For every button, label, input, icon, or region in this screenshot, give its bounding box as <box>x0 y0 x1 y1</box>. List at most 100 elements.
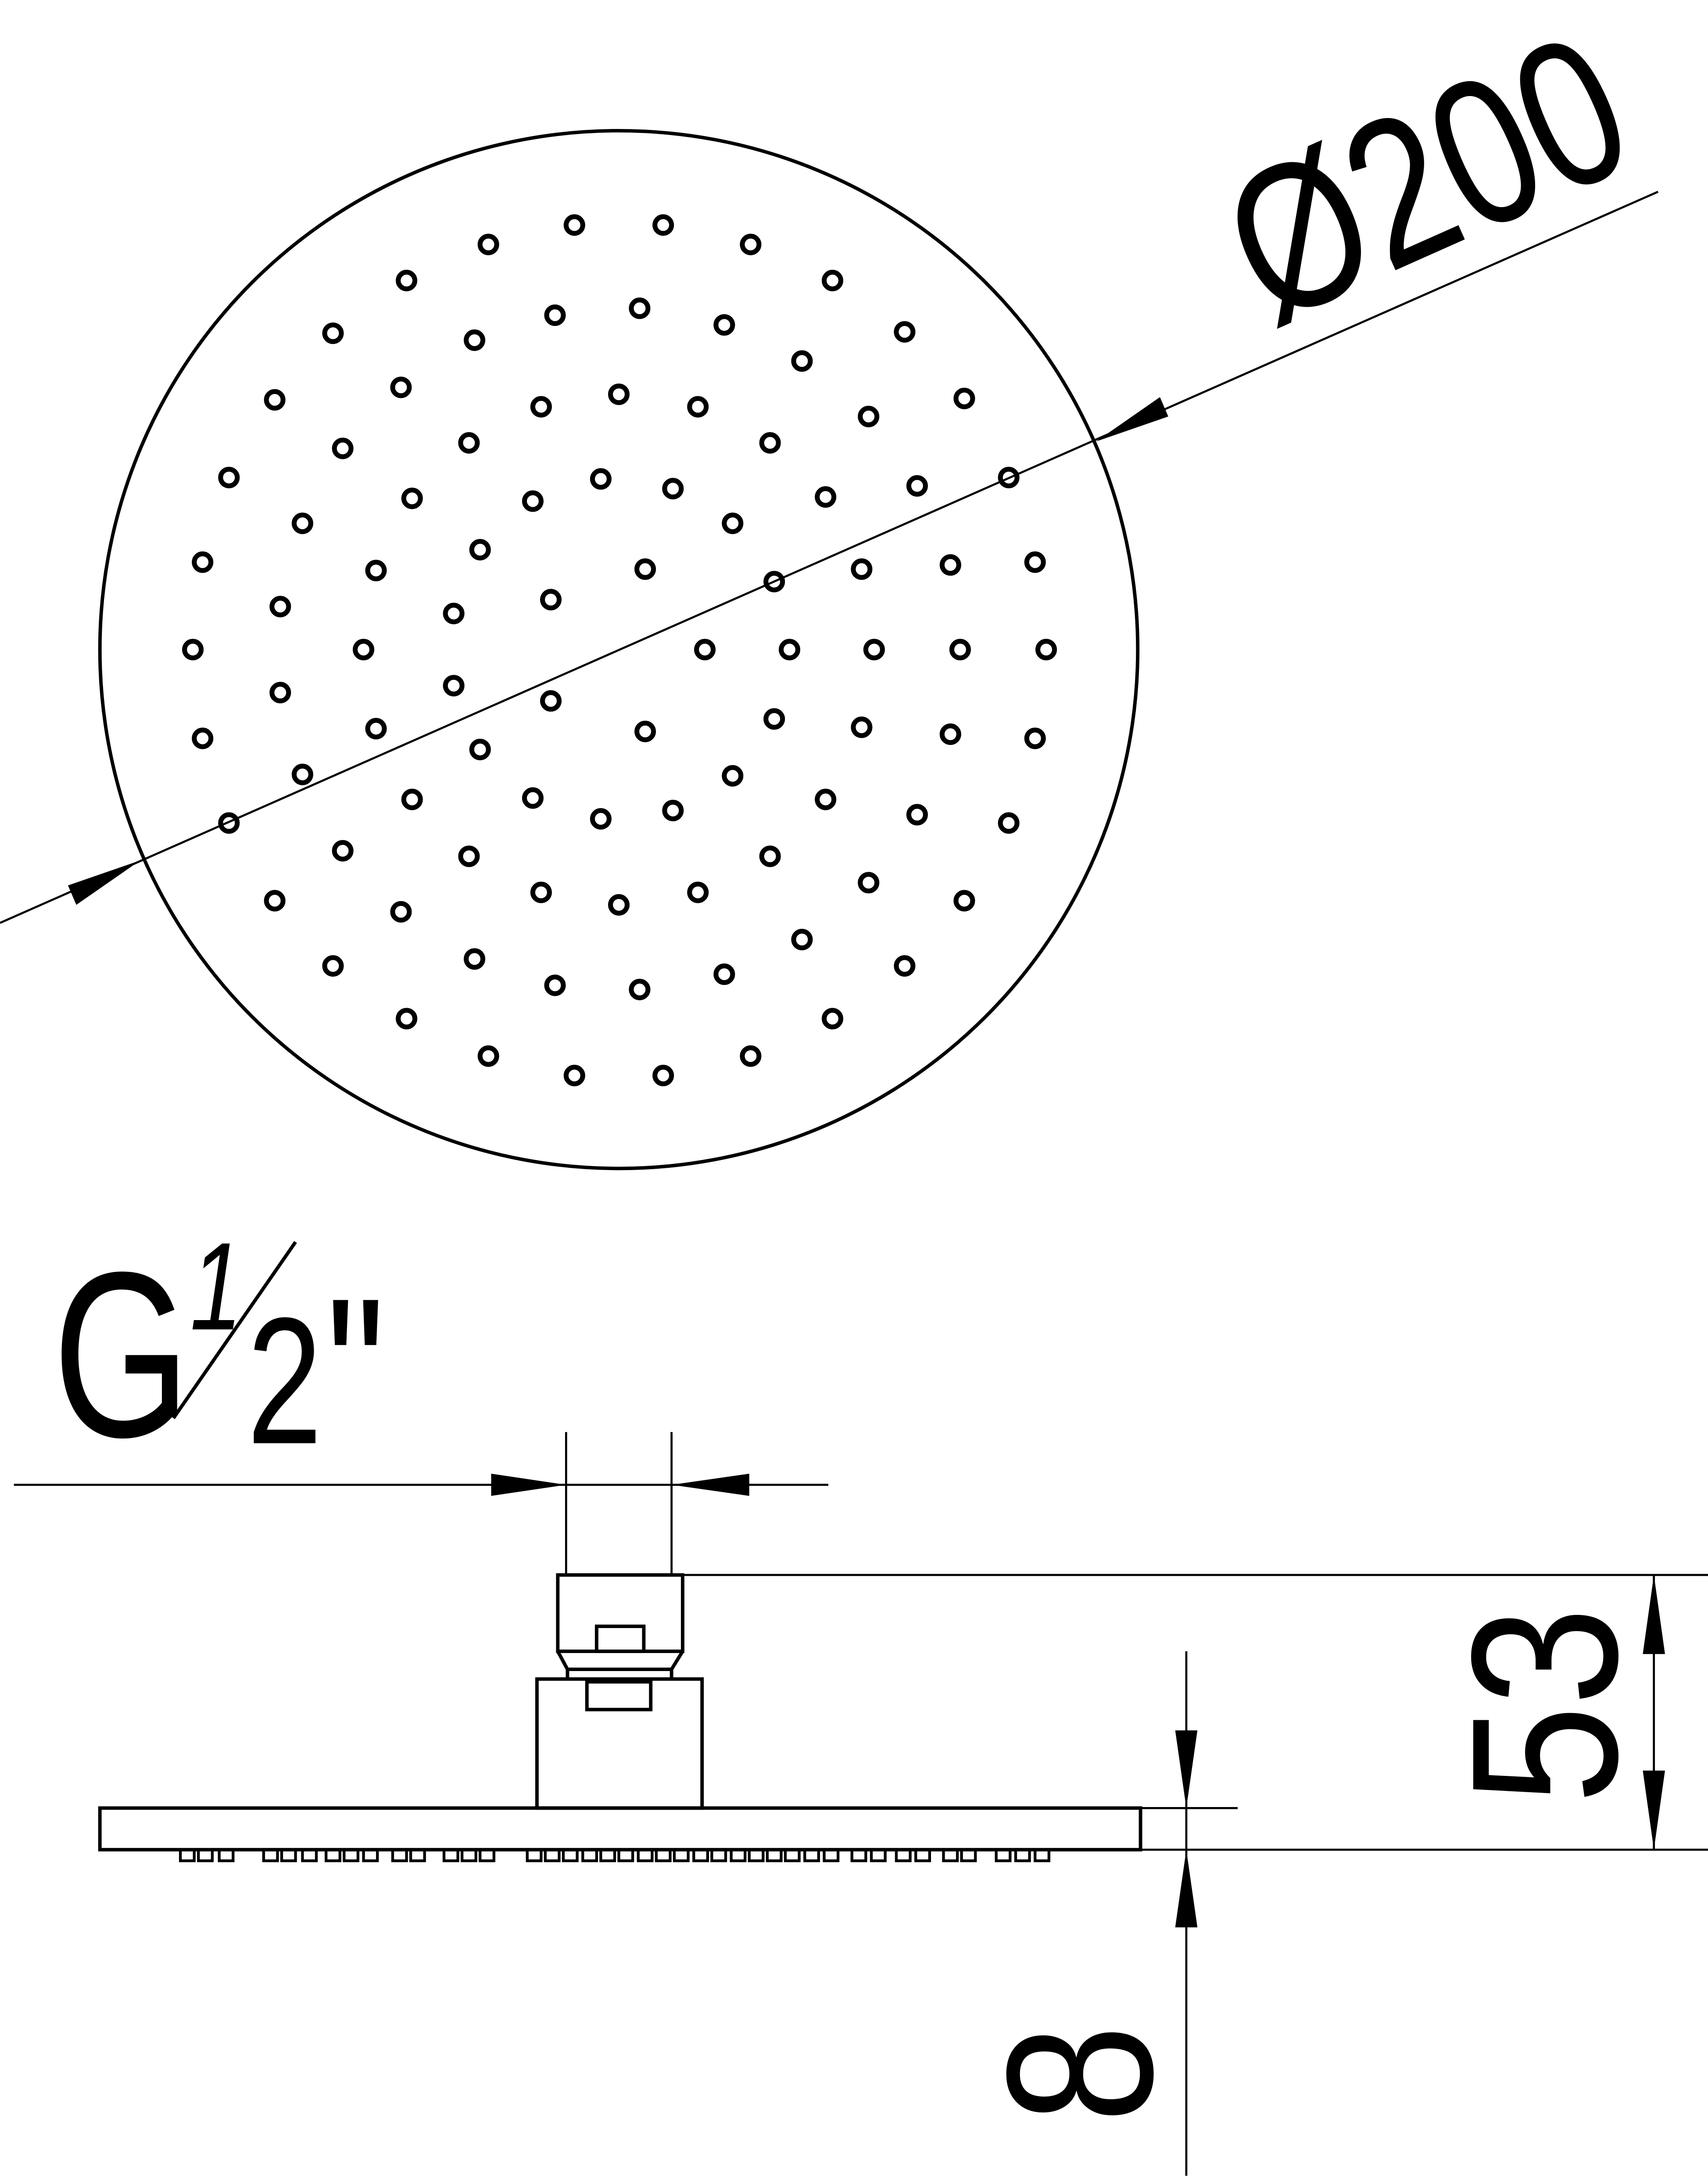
diameter-label: Ø200 <box>1193 0 1660 367</box>
nozzle <box>740 233 762 255</box>
nozzle <box>694 639 716 661</box>
nozzle <box>477 1045 499 1067</box>
plate-thickness-label: 8 <box>963 2025 1196 2123</box>
nozzle <box>264 389 286 411</box>
nozzle <box>858 872 880 894</box>
nozzle <box>458 432 480 454</box>
nozzle <box>791 929 813 951</box>
nozzle <box>322 322 344 344</box>
side-nozzle <box>766 1848 783 1862</box>
nozzle <box>906 475 928 497</box>
side-nozzle <box>479 1848 496 1862</box>
side-nozzle <box>692 1848 709 1862</box>
side-nozzle <box>343 1848 360 1862</box>
fraction-slash <box>172 1241 297 1419</box>
side-nozzle <box>599 1848 616 1862</box>
nozzle <box>815 486 837 508</box>
side-nozzle <box>442 1848 459 1862</box>
side-nozzle <box>1034 1848 1050 1862</box>
nozzle <box>629 297 651 319</box>
nozzle <box>458 845 480 867</box>
nozzle <box>687 881 709 903</box>
nozzle <box>540 690 562 712</box>
nozzle <box>722 765 744 787</box>
side-nozzle <box>823 1848 840 1862</box>
nozzle <box>778 639 800 661</box>
nozzle <box>522 490 544 512</box>
nozzle <box>713 314 735 336</box>
side-nozzle <box>617 1848 634 1862</box>
nozzle <box>469 539 491 561</box>
nozzle <box>662 799 684 822</box>
nozzle <box>291 512 313 534</box>
side-nozzle <box>730 1848 747 1862</box>
nozzle <box>998 812 1020 834</box>
nozzle <box>353 639 375 661</box>
nozzle <box>269 596 291 618</box>
nozzle <box>218 467 240 489</box>
nozzle <box>291 763 313 785</box>
nozzle <box>652 1065 674 1087</box>
nozzle <box>469 738 491 760</box>
side-nozzle <box>362 1848 379 1862</box>
nozzle <box>634 558 656 580</box>
nozzle <box>1024 551 1046 573</box>
nozzle <box>322 955 344 977</box>
thread-denominator: 2 <box>247 1281 322 1482</box>
nozzle <box>264 890 286 912</box>
nozzle <box>629 978 651 1000</box>
side-nozzle <box>179 1848 196 1862</box>
nozzle <box>390 376 412 398</box>
shower-plate-outline <box>98 129 1140 1170</box>
side-nozzle <box>960 1848 977 1862</box>
nozzle <box>939 554 961 576</box>
nozzle <box>939 723 961 745</box>
nozzle <box>396 269 418 291</box>
nozzle <box>563 1065 585 1087</box>
nozzle <box>863 639 885 661</box>
nozzle <box>530 881 552 903</box>
side-nozzle <box>655 1848 672 1862</box>
side-nozzle <box>280 1848 297 1862</box>
side-nozzle <box>748 1848 765 1862</box>
nozzle <box>763 708 785 730</box>
nozzle <box>759 845 781 867</box>
side-nozzle <box>197 1848 214 1862</box>
nozzle <box>740 1045 762 1067</box>
nozzle <box>894 955 916 977</box>
nozzle <box>722 512 744 534</box>
nozzle <box>192 727 214 749</box>
nozzle <box>590 808 612 830</box>
diameter-arrow-left <box>68 860 140 905</box>
nozzle <box>759 432 781 454</box>
side-nozzle <box>803 1848 820 1862</box>
nozzle <box>192 551 214 573</box>
nozzle <box>763 571 785 593</box>
side-nozzle <box>895 1848 912 1862</box>
side-view <box>14 1432 1708 2176</box>
nozzle <box>401 487 423 509</box>
nozzle <box>634 720 656 742</box>
nozzle <box>464 329 486 351</box>
side-nozzle <box>914 1848 931 1862</box>
side-nozzle <box>673 1848 690 1862</box>
side-nozzle <box>581 1848 598 1862</box>
nozzle <box>563 214 585 236</box>
side-nozzle <box>995 1848 1012 1862</box>
nozzle <box>477 233 499 255</box>
side-nozzle <box>710 1848 727 1862</box>
nozzle <box>1024 727 1046 749</box>
nozzle <box>953 890 975 912</box>
nozzle <box>540 589 562 611</box>
nozzle <box>652 214 674 236</box>
nozzle <box>949 639 971 661</box>
nozzle <box>365 559 387 581</box>
side-nozzle <box>784 1848 801 1862</box>
side-nozzle <box>1014 1848 1031 1862</box>
shower-plate-side <box>98 1806 1142 1852</box>
nozzle <box>906 804 928 826</box>
side-nozzle <box>562 1848 579 1862</box>
nozzle <box>544 304 566 326</box>
nozzle <box>590 468 612 490</box>
